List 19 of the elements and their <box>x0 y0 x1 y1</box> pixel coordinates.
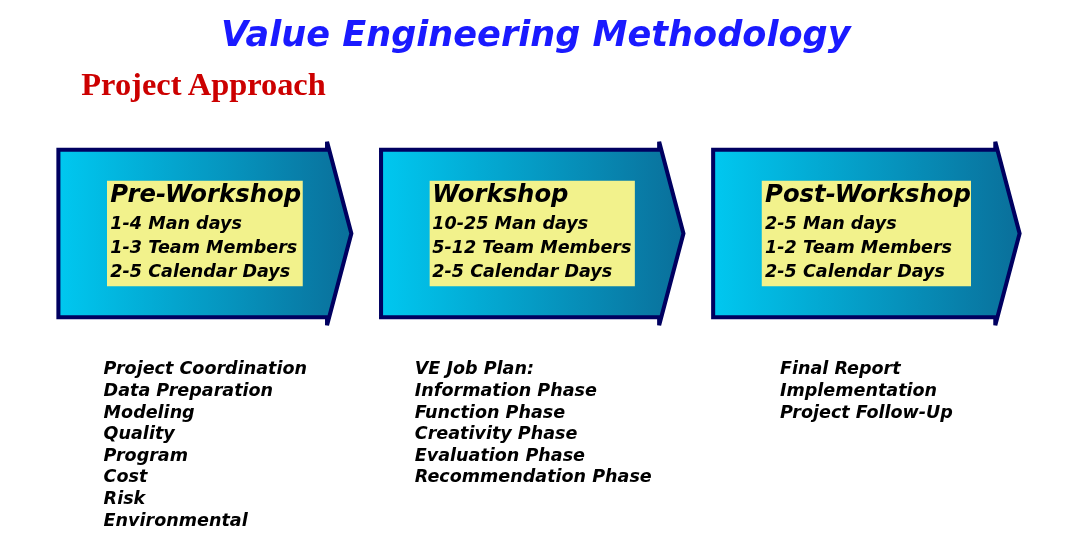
node-label: Project Follow-Up <box>779 401 953 422</box>
node-label: Function Phase <box>414 401 566 422</box>
node-label: Modeling <box>103 401 195 422</box>
node-label: Project Coordination <box>103 358 307 379</box>
node-label: VE Job Plan: <box>414 358 534 379</box>
node-label: Cost <box>103 466 148 487</box>
node-label: Recommendation Phase <box>414 466 652 487</box>
node-label: Data Preparation <box>103 380 274 401</box>
node-label: Final Report <box>779 358 901 379</box>
node-label: Environmental <box>103 509 248 530</box>
node-label: Quality <box>103 423 175 444</box>
node-label: Risk <box>103 488 146 509</box>
node-label: Information Phase <box>414 380 597 401</box>
label: Project Approach <box>81 65 326 102</box>
diagram-title: Value Engineering Methodology <box>221 12 851 54</box>
node-label: Implementation <box>779 380 938 401</box>
node-label: Creativity Phase <box>414 423 578 444</box>
node-label: Program <box>103 444 188 465</box>
node-label: Evaluation Phase <box>414 444 586 465</box>
